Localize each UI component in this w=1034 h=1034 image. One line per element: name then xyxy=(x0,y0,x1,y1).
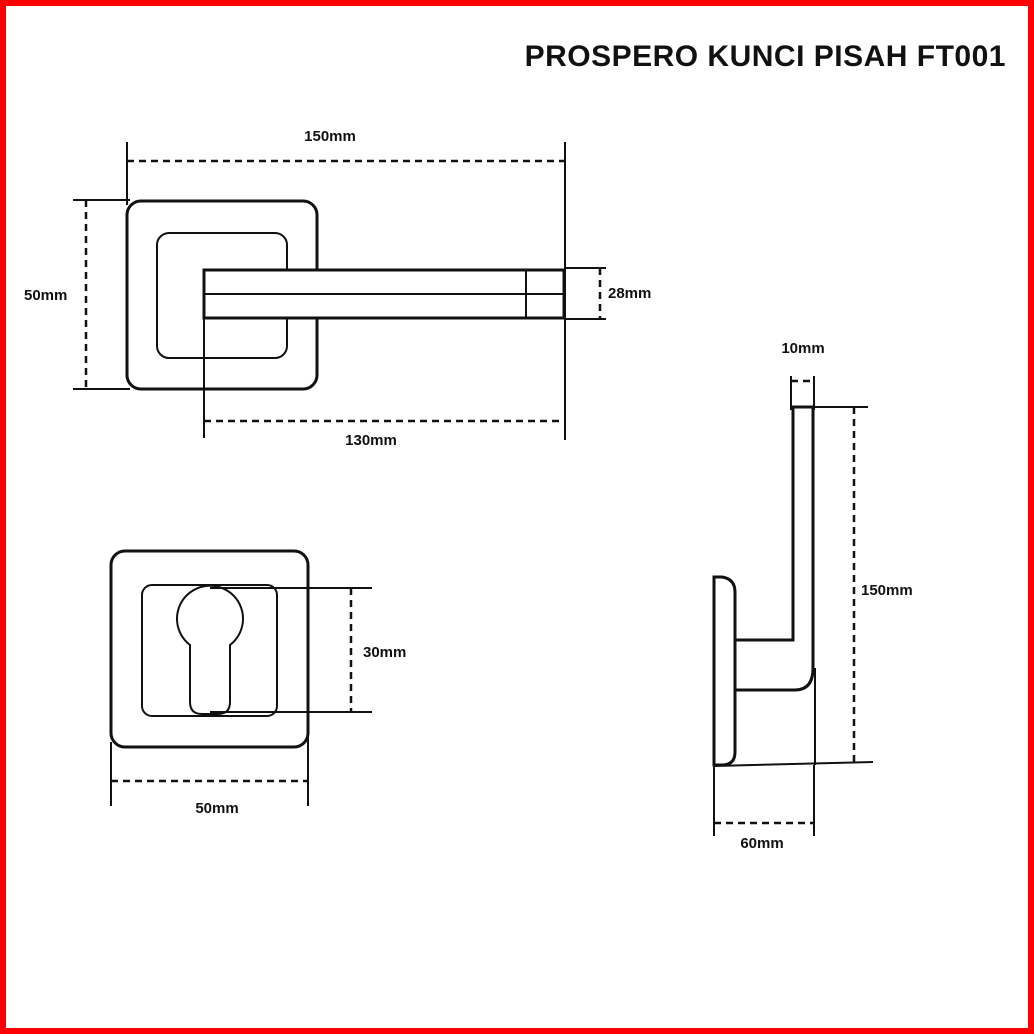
side-lever-profile xyxy=(733,405,815,692)
dim-50h-label: 50mm xyxy=(195,800,238,817)
keyhole-profile xyxy=(176,584,244,715)
escutcheon-view: 30mm 50mm xyxy=(109,549,406,817)
side-view: 10mm 150mm 60mm xyxy=(712,340,913,852)
top-view: 150mm 50mm 28mm 130mm xyxy=(24,128,651,449)
dim-130-label: 130mm xyxy=(345,432,397,449)
dim-150v-ext-bottom xyxy=(713,761,874,767)
dim-28-label: 28mm xyxy=(608,285,651,302)
dim-60-label: 60mm xyxy=(740,835,783,852)
dim-150v-label: 150mm xyxy=(861,582,913,599)
dim-10-label: 10mm xyxy=(781,340,824,357)
escutcheon-outer xyxy=(109,549,310,749)
dim-150-label: 150mm xyxy=(304,128,356,145)
dim-50v-label: 50mm xyxy=(24,287,67,304)
dim-30-label: 30mm xyxy=(363,644,406,661)
side-rose-plate xyxy=(712,575,737,767)
product-title: PROSPERO KUNCI PISAH FT001 xyxy=(524,40,1006,73)
